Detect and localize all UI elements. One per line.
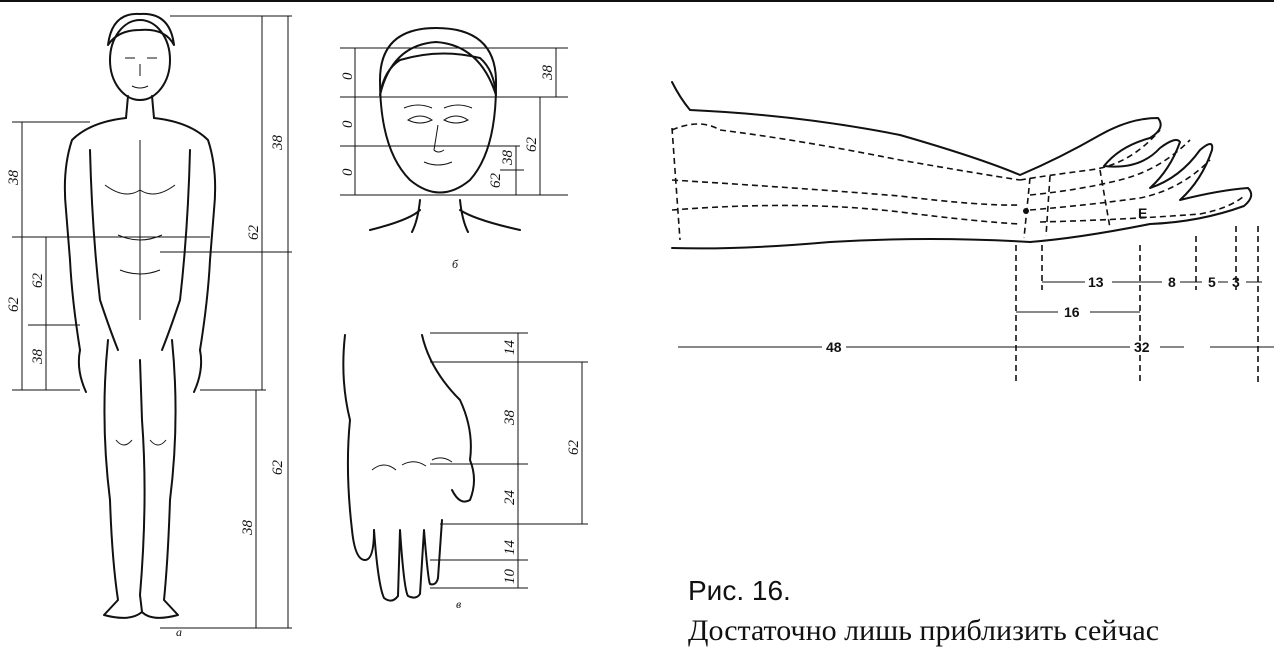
dim-b-6: 38 [500, 150, 516, 167]
arm-dim-16: 16 [1064, 304, 1080, 320]
arm-figure: E 13 8 5 3 16 48 32 [672, 82, 1274, 385]
dim-b-3: 0 [340, 168, 356, 176]
dim-a-4: 38 [30, 349, 46, 366]
arm-dim-48: 48 [826, 339, 842, 355]
arm-dim-5: 5 [1208, 274, 1216, 290]
dim-b-7: 62 [488, 173, 504, 189]
dim-a-1: 38 [6, 170, 22, 187]
body-text: Достаточно лишь приблизить сейчас [688, 614, 1159, 648]
dim-a-3: 62 [30, 273, 46, 289]
full-body-figure: 38 62 62 38 62 38 62 38 а [6, 14, 292, 637]
hand-figure: 14 38 62 24 14 10 в [343, 333, 588, 611]
caption-c: в [456, 597, 461, 611]
figure-caption: Рис. 16. [688, 575, 791, 607]
dim-b-5: 62 [524, 137, 540, 153]
dim-c-5: 14 [502, 540, 518, 556]
dim-a-8: 38 [240, 520, 256, 537]
dim-a-7: 62 [270, 460, 286, 476]
arm-dim-8: 8 [1168, 274, 1176, 290]
caption-b: б [452, 257, 459, 271]
arm-marker-e: E [1138, 205, 1147, 221]
arm-dim-3: 3 [1232, 274, 1240, 290]
face-figure: 0 0 0 38 62 38 62 б [340, 28, 568, 271]
dim-c-6: 10 [502, 569, 518, 585]
dim-b-1: 0 [340, 72, 356, 80]
caption-a: а [176, 625, 182, 637]
dim-c-2: 38 [502, 410, 518, 427]
dim-b-2: 0 [340, 120, 356, 128]
dim-a-5: 62 [246, 225, 262, 241]
arm-dim-32: 32 [1134, 339, 1150, 355]
dim-c-1: 14 [502, 340, 518, 356]
dim-a-6: 38 [270, 135, 286, 152]
dim-c-4: 24 [502, 490, 518, 506]
dim-c-3: 62 [566, 440, 582, 456]
arm-dim-13: 13 [1088, 274, 1104, 290]
dim-b-4: 38 [540, 65, 556, 82]
dim-a-2: 62 [6, 297, 22, 313]
